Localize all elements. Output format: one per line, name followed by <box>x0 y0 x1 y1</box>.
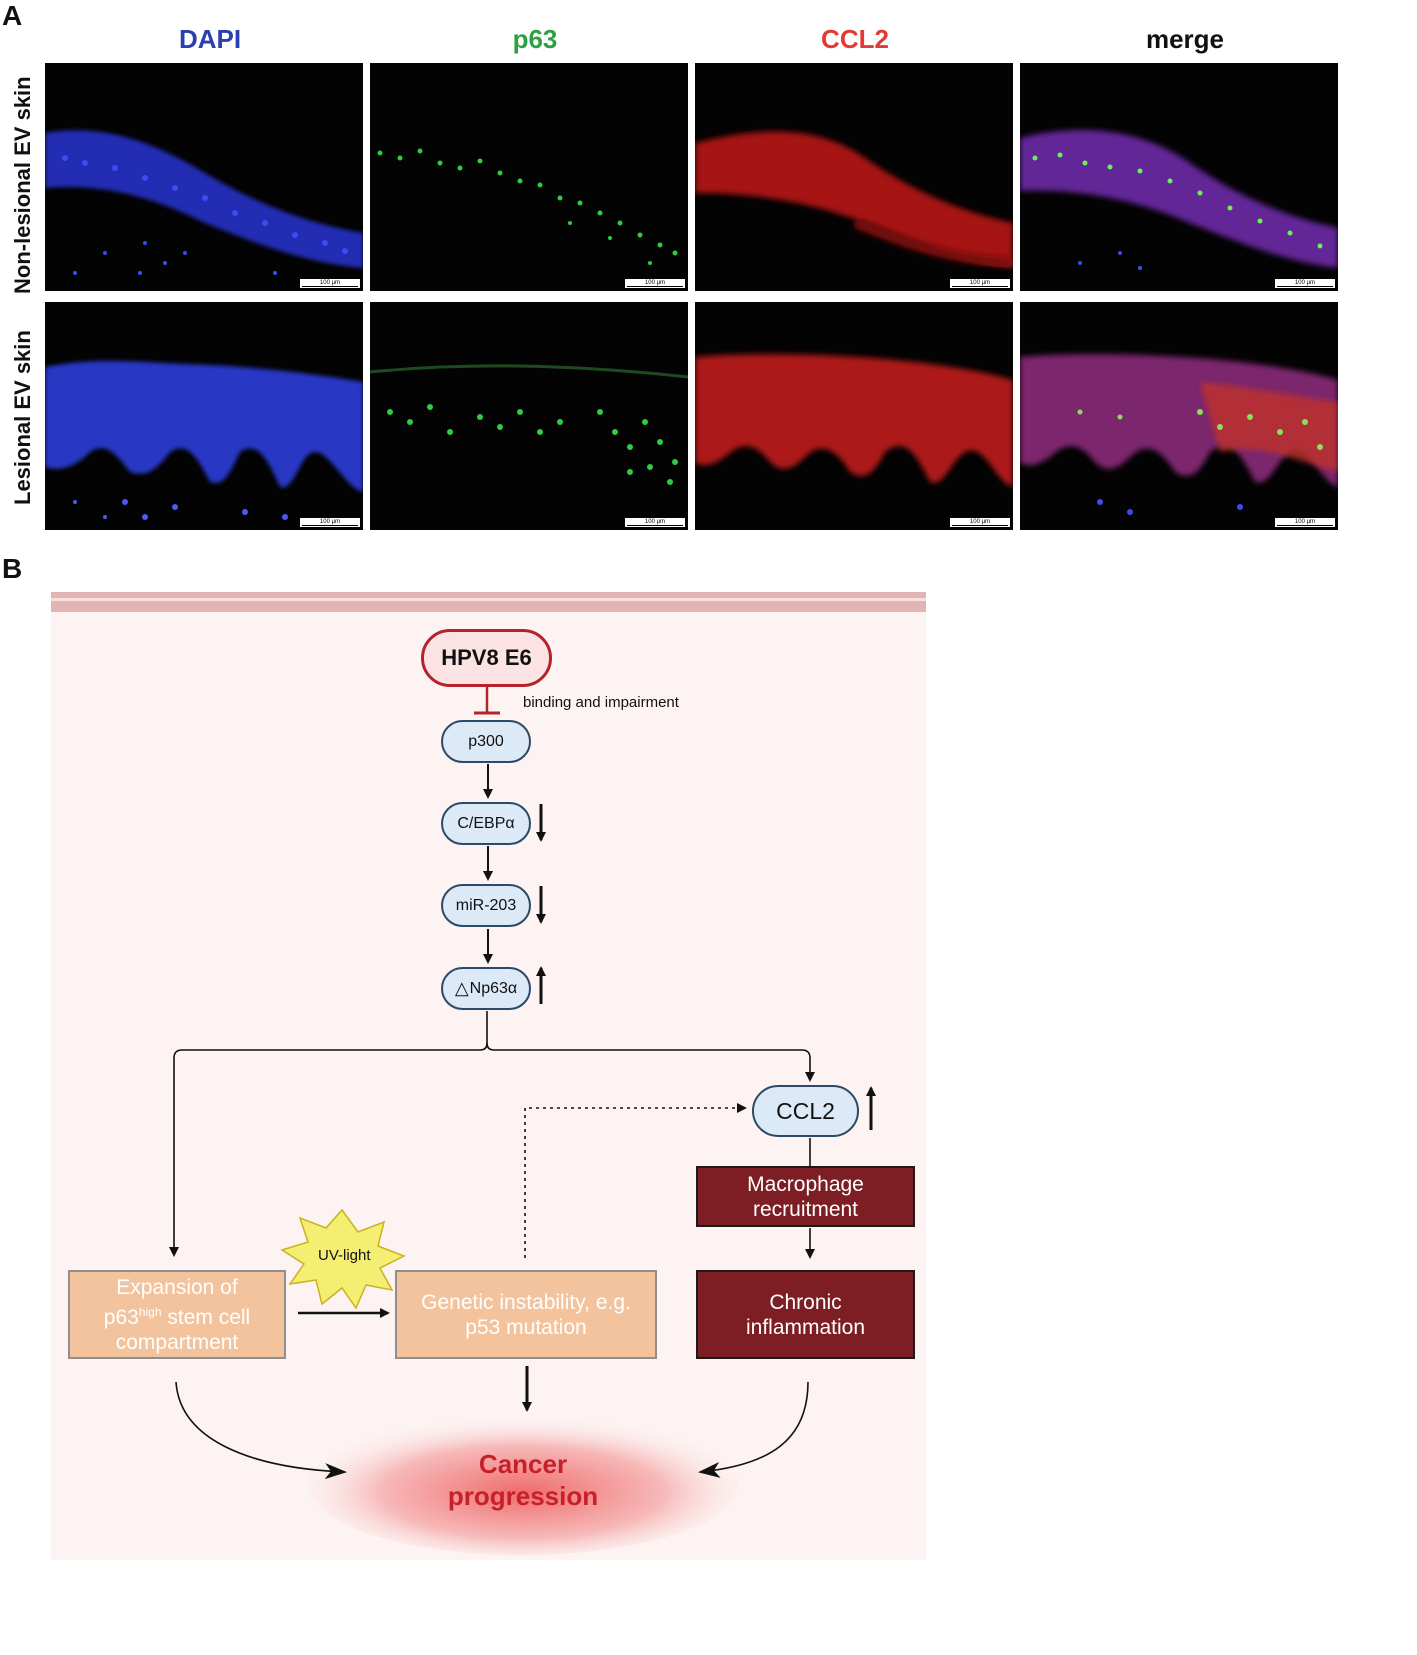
scale-bar: 100 µm <box>300 518 360 527</box>
delta-symbol: △ <box>454 978 469 998</box>
scale-bar: 100 µm <box>300 279 360 288</box>
scale-bar: 100 µm <box>625 279 685 288</box>
node-np63a: △Np63α <box>441 967 531 1010</box>
micrograph-lesional-ccl2: 100 µm <box>695 302 1013 530</box>
scale-bar: 100 µm <box>1275 518 1335 527</box>
node-cebpa: C/EBPα <box>441 802 531 845</box>
micrograph-lesional-merge: 100 µm <box>1020 302 1338 530</box>
expansion-line-3: compartment <box>115 1330 239 1354</box>
micrograph-nonlesional-p63: 100 µm <box>370 63 688 291</box>
scale-bar: 100 µm <box>1275 279 1335 288</box>
expansion-high: high <box>138 1304 162 1319</box>
micrograph-nonlesional-dapi: 100 µm <box>45 63 363 291</box>
col-header-p63: p63 <box>512 24 558 54</box>
micrograph-nonlesional-merge: 100 µm <box>1020 63 1338 291</box>
label-binding-impairment: binding and impairment <box>523 694 679 711</box>
expansion-line-2: p63high stem cell <box>104 1300 250 1330</box>
node-ccl2: CCL2 <box>752 1085 859 1137</box>
col-header-merge: merge <box>1145 24 1225 54</box>
panel-a-letter: A <box>2 0 23 31</box>
membrane-band <box>51 592 926 612</box>
scale-bar: 100 µm <box>950 279 1010 288</box>
micrograph-lesional-dapi: 100 µm <box>45 302 363 530</box>
box-macrophage-recruitment: Macrophage recruitment <box>696 1166 915 1227</box>
scale-bar: 100 µm <box>625 518 685 527</box>
node-hpv8-e6: HPV8 E6 <box>421 629 552 687</box>
expansion-line-1: Expansion of <box>116 1275 238 1299</box>
box-chronic-inflammation: Chronic inflammation <box>696 1270 915 1359</box>
node-p300: p300 <box>441 720 531 763</box>
micrograph-nonlesional-ccl2: 100 µm <box>695 63 1013 291</box>
micrograph-lesional-p63: 100 µm <box>370 302 688 530</box>
node-mir203: miR-203 <box>441 884 531 927</box>
uv-starburst <box>280 1208 406 1310</box>
label-cancer-progression: Cancer progression <box>447 1449 599 1511</box>
box-genetic-instability: Genetic instability, e.g. p53 mutation <box>395 1270 657 1359</box>
cancer-progression-ellipse <box>308 1415 738 1555</box>
label-uv-light: UV-light <box>318 1247 371 1264</box>
panel-b-letter: B <box>2 553 23 584</box>
expansion-p63: p63 <box>103 1305 139 1329</box>
col-header-dapi: DAPI <box>178 24 242 54</box>
scale-bar: 100 µm <box>950 518 1010 527</box>
box-expansion-stem-cell: Expansion of p63high stem cell compartme… <box>68 1270 286 1359</box>
col-header-ccl2: CCL2 <box>821 24 889 54</box>
np63a-label: Np63α <box>469 979 518 997</box>
expansion-stem: stem cell <box>161 1305 251 1329</box>
